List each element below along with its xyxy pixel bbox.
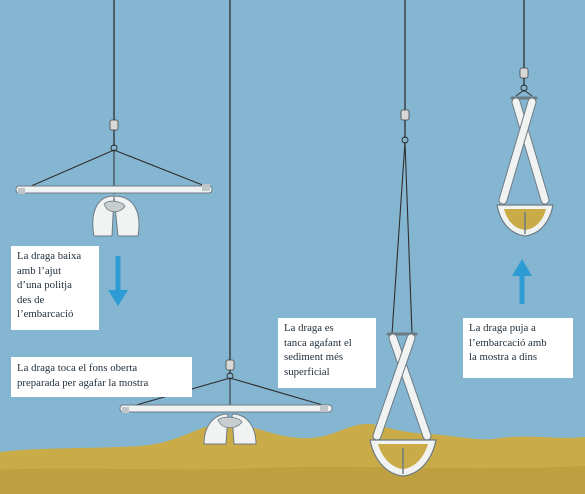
caption-line: des de bbox=[17, 293, 45, 306]
seabed-shadow bbox=[0, 466, 585, 494]
caption-step-close: La draga es tanca agafant el sediment mé… bbox=[278, 318, 376, 388]
caption-line: sediment més bbox=[284, 351, 344, 363]
caption-line: La draga es bbox=[284, 322, 334, 334]
caption-line: La draga baixa bbox=[17, 250, 82, 262]
caption-line: d’una politja bbox=[17, 279, 72, 291]
caption-step-touch-bottom: La draga toca el fons oberta preparada p… bbox=[11, 357, 192, 397]
dredge-ascending bbox=[496, 0, 554, 237]
caption-line: La draga puja a bbox=[469, 322, 536, 334]
up-arrow-icon bbox=[512, 259, 532, 304]
dredge-closing bbox=[369, 0, 437, 477]
dredge-descending bbox=[15, 0, 213, 237]
caption-line: la mostra a dins bbox=[469, 351, 538, 363]
down-arrow-icon bbox=[108, 256, 128, 306]
caption-line: amb l’ajut bbox=[17, 264, 62, 277]
caption-line: La draga toca el fons oberta bbox=[17, 362, 138, 374]
caption-line: preparada per agafar la mostra bbox=[17, 376, 149, 389]
caption-step-descend: La draga baixa amb l’ajut d’una politja … bbox=[11, 246, 99, 330]
caption-line: tanca agafant el bbox=[284, 336, 352, 349]
caption-step-ascend: La draga puja a l’embarcació amb la most… bbox=[463, 318, 573, 378]
caption-line: l’embarcació amb bbox=[469, 336, 547, 349]
dredge-on-seabed bbox=[119, 0, 333, 445]
caption-line: superficial bbox=[284, 365, 330, 378]
caption-line: l’embarcació bbox=[17, 308, 74, 320]
